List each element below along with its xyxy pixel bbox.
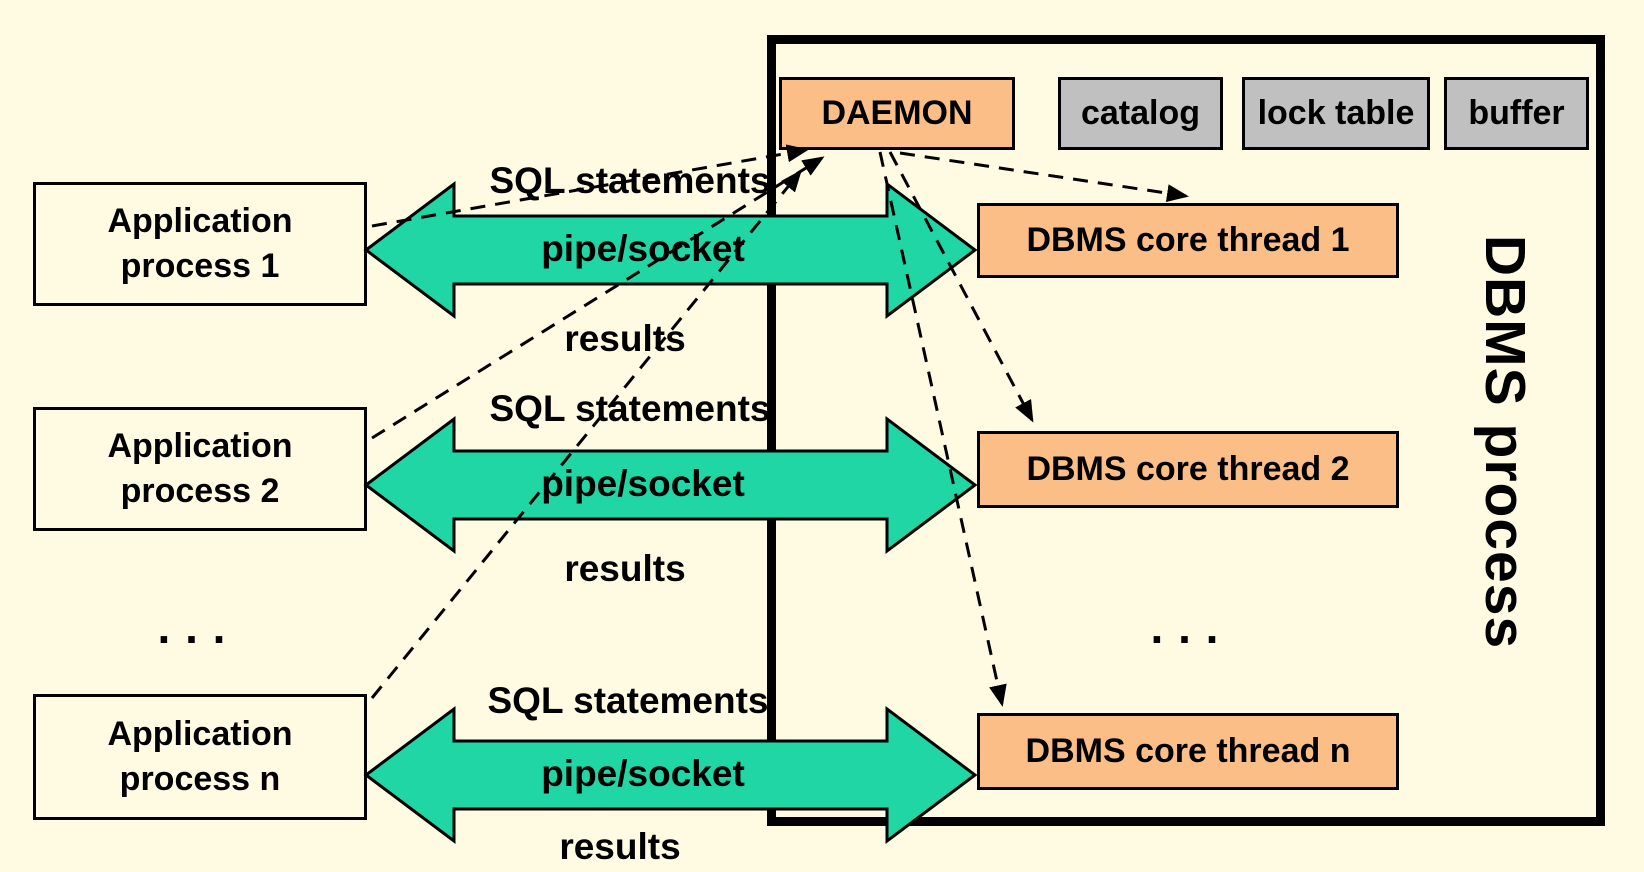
catalog-label: catalog bbox=[1080, 94, 1201, 132]
sql-statements-label-n: SQL statements bbox=[487, 680, 769, 721]
results-label-1: results bbox=[564, 318, 686, 359]
lock-table-box: lock table bbox=[1242, 77, 1430, 150]
application-process-1-line1: Application bbox=[107, 202, 293, 241]
daemon-label: DAEMON bbox=[821, 94, 973, 132]
dbms-process-label: DBMS process bbox=[1473, 234, 1537, 650]
application-process-2-line2: process 2 bbox=[120, 472, 280, 510]
application-process-2-box: Application process 2 bbox=[33, 407, 367, 531]
buffer-label: buffer bbox=[1468, 94, 1565, 132]
dbms-core-thread-n-box: DBMS core thread n bbox=[977, 713, 1399, 790]
application-process-n-line2: process n bbox=[119, 760, 281, 798]
dbms-core-thread-2-box: DBMS core thread 2 bbox=[977, 431, 1399, 508]
catalog-box: catalog bbox=[1058, 77, 1223, 150]
pipe-socket-label-1: pipe/socket bbox=[541, 228, 745, 269]
pipe-socket-label-2: pipe/socket bbox=[541, 463, 745, 504]
ellipsis-left: . . . bbox=[157, 601, 227, 653]
application-process-1-box: Application process 1 bbox=[33, 182, 367, 306]
sql-statements-label-2: SQL statements bbox=[489, 388, 771, 429]
double-arrow-shape bbox=[363, 706, 978, 844]
ellipsis-right: . . . bbox=[1150, 601, 1220, 653]
dbms-core-thread-1-box: DBMS core thread 1 bbox=[977, 203, 1399, 278]
results-label-n: results bbox=[559, 826, 681, 867]
application-process-2-line1: Application bbox=[107, 427, 293, 466]
application-process-n-line1: Application bbox=[107, 715, 293, 754]
pipe-socket-label-n: pipe/socket bbox=[541, 753, 745, 794]
daemon-box: DAEMON bbox=[779, 77, 1015, 150]
sql-statements-label-1: SQL statements bbox=[489, 160, 771, 201]
dbms-core-thread-1-label: DBMS core thread 1 bbox=[1026, 221, 1350, 259]
lock-table-label: lock table bbox=[1257, 94, 1415, 132]
pipe-socket-arrow-n bbox=[363, 706, 978, 844]
application-process-1-line2: process 1 bbox=[120, 247, 280, 285]
dbms-core-thread-2-label: DBMS core thread 2 bbox=[1026, 450, 1350, 488]
dbms-core-thread-n-label: DBMS core thread n bbox=[1025, 732, 1351, 770]
results-label-2: results bbox=[564, 548, 686, 589]
application-process-n-box: Application process n bbox=[33, 694, 367, 820]
buffer-box: buffer bbox=[1444, 77, 1589, 150]
